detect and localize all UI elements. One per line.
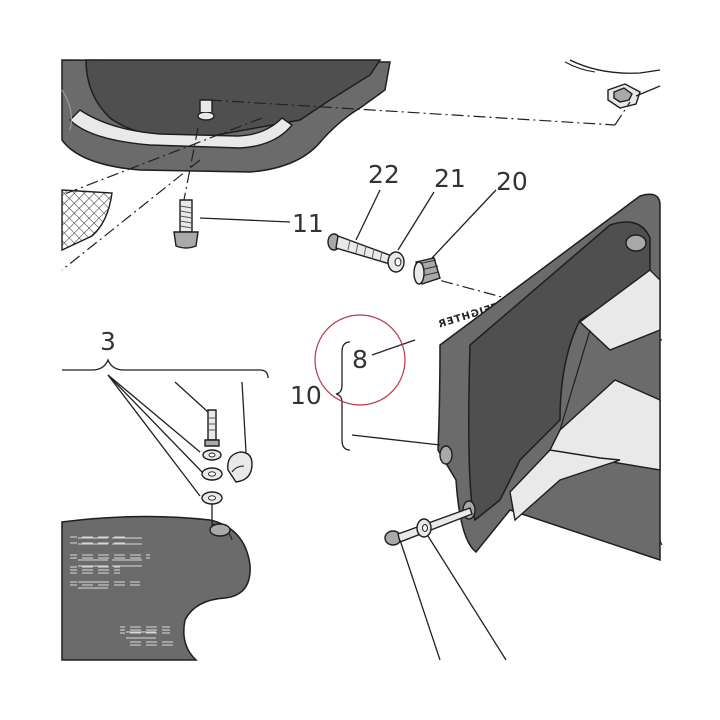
panel-screw: [384, 507, 473, 661]
callout-20: 20: [496, 167, 528, 196]
mesh-grille: [61, 189, 113, 252]
callout-22: 22: [368, 160, 400, 189]
grommet-20: [413, 189, 497, 285]
pin-3: [204, 409, 220, 447]
panel-washer: [416, 518, 507, 661]
undertray-panel: [61, 59, 391, 173]
top-right-rim: [564, 59, 661, 74]
callout-8: 8: [352, 345, 368, 374]
side-panel: [437, 193, 661, 562]
callout-10: 10: [290, 381, 322, 410]
clip-nut: [607, 83, 661, 109]
callout-3: 3: [100, 327, 116, 356]
leaders-3: [62, 358, 269, 497]
highlight-circle: [314, 314, 406, 406]
bracket-10: [335, 339, 441, 451]
footrest-panel: [61, 515, 251, 661]
washer-3a: [202, 449, 222, 461]
clip-3: [227, 451, 253, 483]
callout-21: 21: [434, 164, 466, 193]
callout-11: 11: [292, 209, 324, 238]
washer-21: [387, 191, 435, 273]
bolt-11: [173, 199, 291, 249]
washer-3b: [201, 467, 223, 481]
washer-3c: [201, 491, 223, 526]
screw-22: [327, 189, 393, 265]
